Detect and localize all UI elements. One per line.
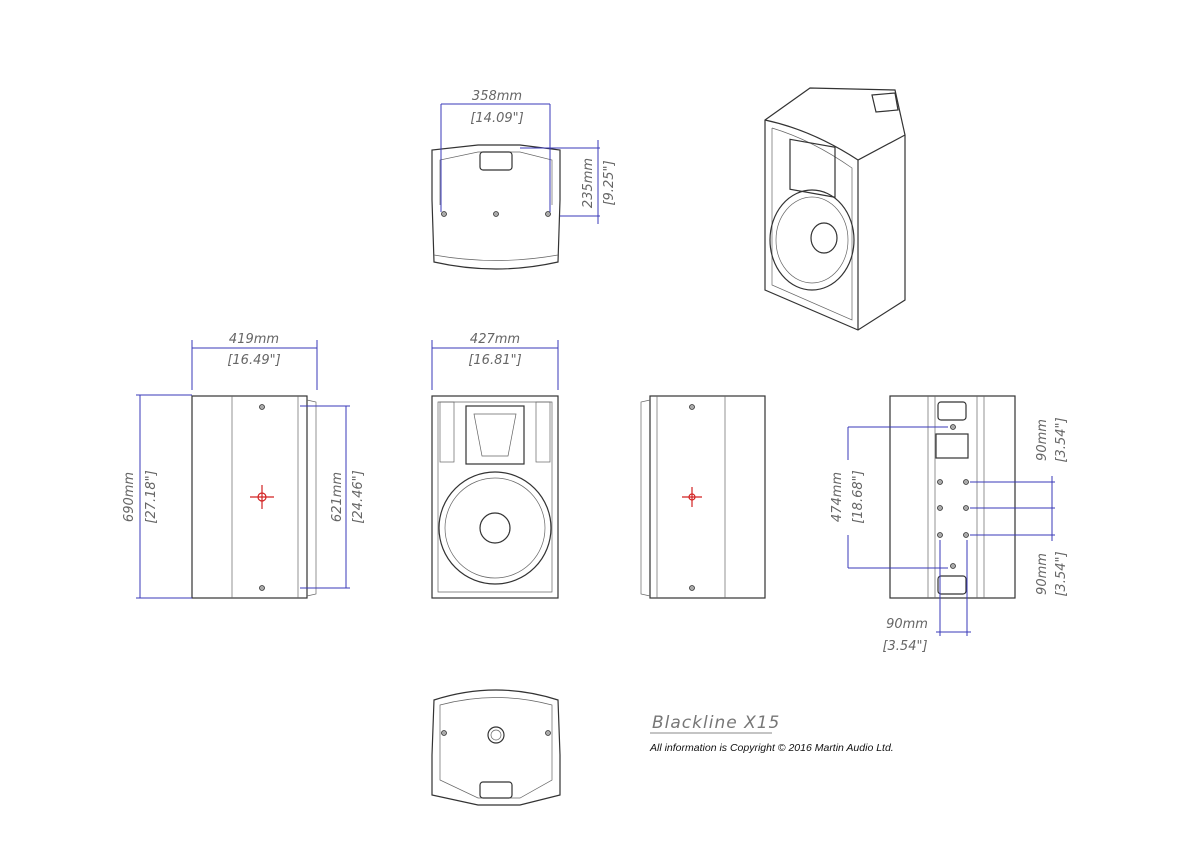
dim-rear-rigging-height: 474mm [18.68"]	[830, 426, 948, 569]
dim-label-mm: 427mm	[470, 332, 520, 347]
rear-view	[889, 395, 1016, 599]
dim-label-mm: 358mm	[472, 89, 522, 104]
dim-side-inner-height: 621mm [24.46"]	[300, 405, 366, 589]
dim-label-mm: 90mm	[886, 617, 928, 632]
side-view-left	[191, 395, 317, 599]
dim-side-depth: 419mm [16.49"]	[191, 332, 318, 390]
dim-label-mm: 90mm	[1035, 419, 1050, 461]
isometric-view	[764, 87, 906, 331]
dim-label-in: [16.81"]	[468, 353, 521, 368]
dim-label-mm: 690mm	[122, 472, 137, 522]
side-view-right	[640, 395, 766, 599]
dim-label-in: [24.46"]	[351, 470, 366, 523]
dim-label-in: [3.54"]	[882, 639, 927, 654]
dim-label-in: [9.25"]	[602, 160, 617, 205]
copyright-notice: All information is Copyright © 2016 Mart…	[649, 742, 894, 754]
bottom-view	[431, 689, 561, 806]
top-view	[431, 144, 561, 270]
dim-label-in: [27.18"]	[144, 470, 159, 523]
center-of-gravity-mark	[250, 485, 274, 509]
dim-label-mm: 90mm	[1035, 553, 1050, 595]
title-block: Blackline X15 All information is Copyrig…	[649, 713, 894, 754]
product-title: Blackline X15	[652, 713, 780, 733]
dim-label-in: [3.54"]	[1054, 417, 1069, 462]
dim-front-width: 427mm [16.81"]	[431, 332, 559, 390]
dim-rear-pitch-vertical: 90mm [3.54"] 90mm [3.54"]	[970, 417, 1069, 597]
center-of-gravity-mark	[682, 487, 702, 507]
front-view	[431, 395, 559, 599]
dim-label-mm: 419mm	[229, 332, 279, 347]
dim-label-mm: 235mm	[581, 158, 596, 208]
dim-label-mm: 621mm	[330, 472, 345, 522]
dim-label-in: [18.68"]	[851, 470, 866, 523]
dim-rear-pitch-horizontal: 90mm [3.54"]	[882, 540, 971, 654]
dim-top-depth: 235mm [9.25"]	[520, 140, 617, 224]
dim-height: 690mm [27.18"]	[122, 394, 192, 599]
dim-label-in: [14.09"]	[470, 111, 523, 126]
dim-label-mm: 474mm	[830, 472, 845, 522]
dim-label-in: [16.49"]	[227, 353, 280, 368]
dim-top-width: 358mm [14.09"]	[440, 89, 551, 212]
dim-label-in: [3.54"]	[1054, 551, 1069, 596]
